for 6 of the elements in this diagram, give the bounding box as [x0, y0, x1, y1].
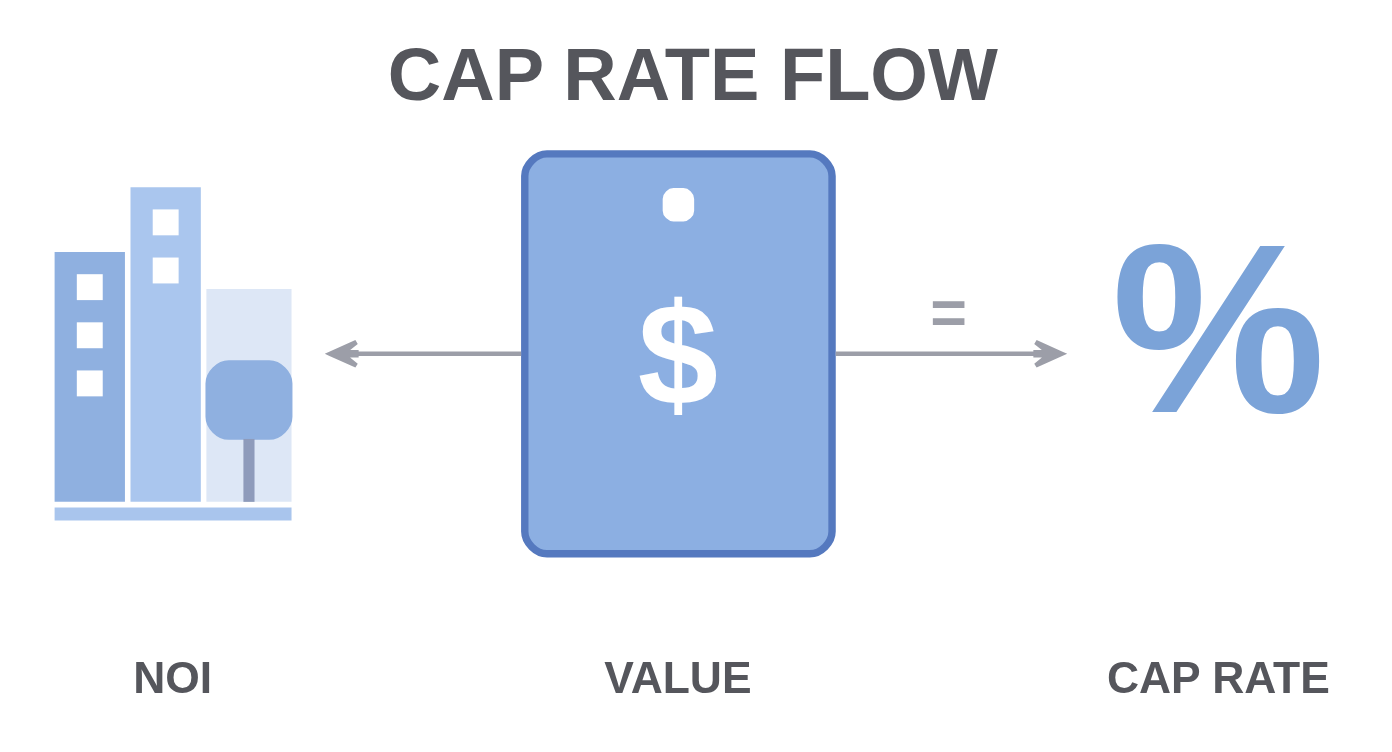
diagram-title: CAP RATE FLOW: [387, 33, 998, 117]
node-label: NOI: [133, 652, 213, 702]
node-text: %: [1111, 194, 1326, 464]
node-label: VALUE: [604, 652, 752, 702]
edge-label: =: [930, 276, 967, 347]
node-label: CAP RATE: [1106, 652, 1330, 702]
